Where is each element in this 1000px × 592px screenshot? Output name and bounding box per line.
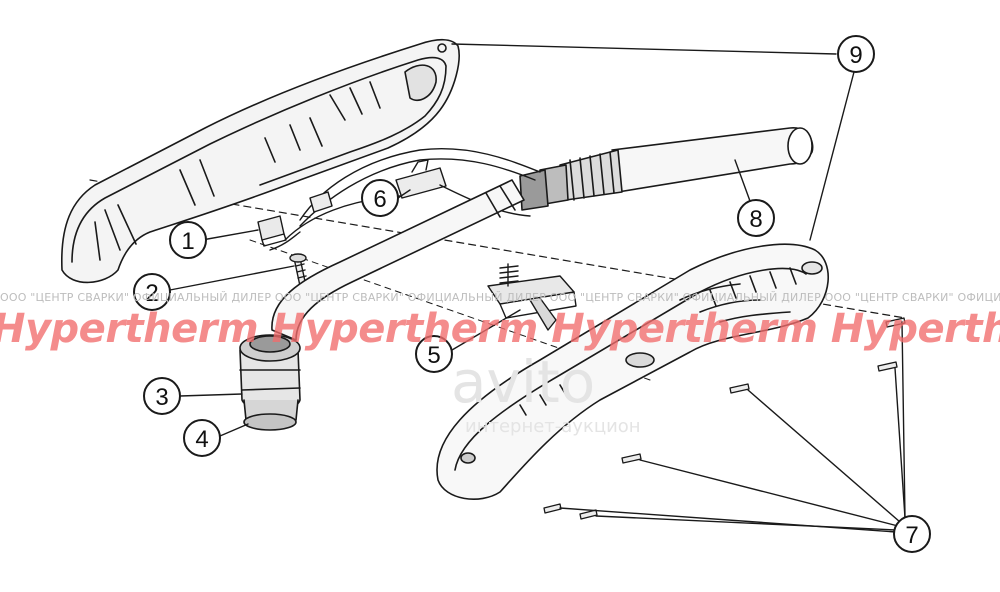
- callout-5: 5: [415, 335, 453, 373]
- callout-7: 7: [893, 515, 931, 553]
- callout-6: 6: [361, 179, 399, 217]
- torch-head-base: [243, 399, 299, 431]
- callout-label: 3: [155, 384, 168, 411]
- faint-watermark-logo: avito: [451, 348, 596, 416]
- handle-left-shell: [60, 38, 460, 284]
- faint-watermark: avito интернет-аукцион: [445, 348, 705, 440]
- callout-label: 8: [749, 206, 762, 233]
- callout-4: 4: [183, 419, 221, 457]
- dealer-watermark-line: ООО "ЦЕНТР СВАРКИ" ОФИЦИАЛЬНЫЙ ДИЛЕР ООО…: [0, 291, 1000, 304]
- torch-head: [239, 334, 301, 412]
- callout-2: 2: [133, 273, 171, 311]
- callout-label: 7: [905, 522, 918, 549]
- handle-screw: [289, 253, 307, 287]
- callout-8: 8: [737, 199, 775, 237]
- cap-sensor-switch: [487, 263, 577, 331]
- callout-label: 4: [195, 426, 208, 453]
- faint-watermark-caption: интернет-аукцион: [465, 416, 641, 437]
- torch-body-tube: [271, 179, 525, 341]
- small-switch-part: [257, 215, 287, 247]
- callout-9: 9: [837, 35, 875, 73]
- callout-3: 3: [143, 377, 181, 415]
- shell-screws: [543, 317, 906, 520]
- torch-lead-hose: [519, 127, 814, 211]
- callout-label: 9: [849, 42, 862, 69]
- callout-label: 5: [427, 342, 440, 369]
- brand-watermark: Hypertherm Hypertherm Hypertherm Hyperth…: [0, 306, 1000, 352]
- callout-1: 1: [169, 221, 207, 259]
- callout-label: 1: [181, 228, 194, 255]
- callout-label: 2: [145, 280, 158, 307]
- callout-label: 6: [373, 186, 386, 213]
- handle-right-shell: [436, 243, 829, 500]
